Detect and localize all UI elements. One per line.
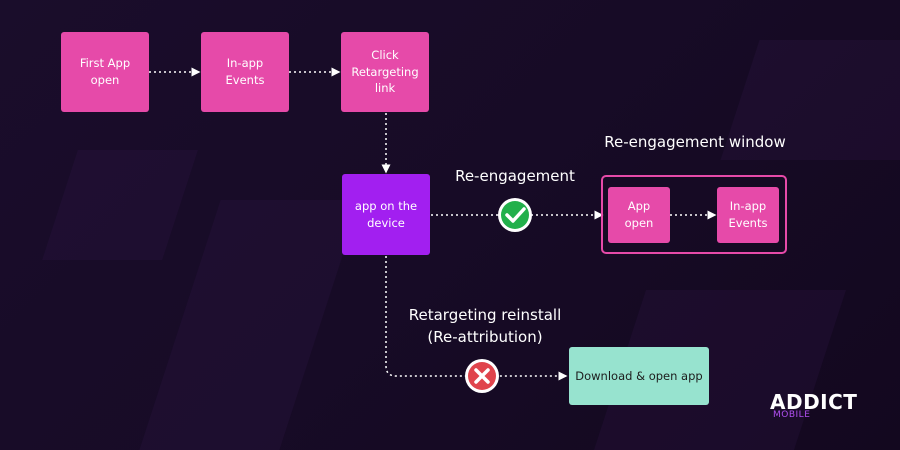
logo-main-text: ADDICT	[770, 390, 858, 414]
node-download-open-app: Download & open app	[569, 347, 709, 405]
cross-icon	[465, 359, 499, 393]
connector-device-to-download	[385, 256, 568, 381]
addict-mobile-logo: ADDICT MOBILE	[770, 390, 870, 426]
check-icon	[498, 198, 532, 232]
node-inapp-events: In-app Events	[201, 32, 289, 112]
node-app-on-device: app on the device	[342, 174, 430, 255]
node-click-retargeting-link: Click Retargeting link	[341, 32, 429, 112]
node-window-inapp-events: In-app Events	[717, 187, 779, 243]
label-reattribution: (Re-attribution)	[427, 328, 543, 346]
logo-sub-text: MOBILE	[773, 410, 811, 420]
label-reengagement-window: Re-engagement window	[604, 133, 786, 151]
label-reengagement: Re-engagement	[455, 167, 575, 185]
node-first-app-open: First App open	[61, 32, 149, 112]
reengagement-window-frame	[601, 175, 787, 254]
node-window-app-open: App open	[608, 187, 670, 243]
label-retargeting-reinstall: Retargeting reinstall	[408, 306, 562, 324]
